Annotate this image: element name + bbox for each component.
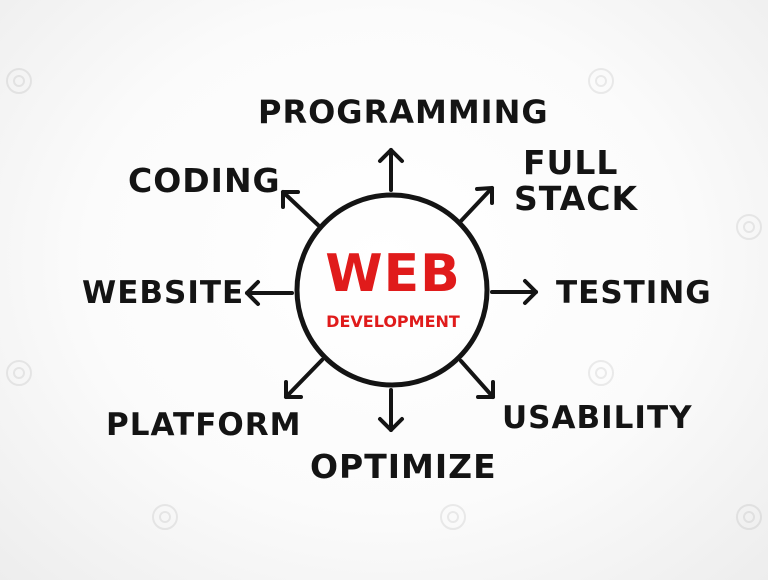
watermark-icon [440, 504, 466, 530]
center-circle [294, 192, 490, 388]
arrow-testing [490, 279, 538, 305]
arrow-website [245, 280, 294, 306]
label-usability: USABILITY [502, 400, 693, 436]
watermark-icon [152, 504, 178, 530]
arrow-platform [284, 358, 324, 399]
arrow-usability [459, 359, 495, 399]
watermark-icon [6, 68, 32, 94]
label-stack: STACK [514, 179, 639, 218]
arrow-optimize [378, 388, 404, 432]
label-coding: CODING [128, 161, 281, 200]
center-subtitle: DEVELOPMENT [326, 312, 460, 331]
arrow-programming [378, 148, 404, 192]
arrow-full-stack [458, 186, 494, 224]
center-title: WEB [325, 244, 461, 304]
label-testing: TESTING [556, 275, 712, 311]
watermark-icon [6, 360, 32, 386]
label-programming: PROGRAMMING [258, 93, 549, 131]
label-platform: PLATFORM [106, 407, 302, 443]
label-website: WEBSITE [82, 275, 245, 311]
label-optimize: OPTIMIZE [310, 447, 497, 486]
label-full: FULL [523, 143, 619, 182]
watermark-icon [736, 214, 762, 240]
watermark-icon [736, 504, 762, 530]
arrow-coding [281, 190, 320, 227]
watermark-icon [588, 360, 614, 386]
watermark-icon [588, 68, 614, 94]
